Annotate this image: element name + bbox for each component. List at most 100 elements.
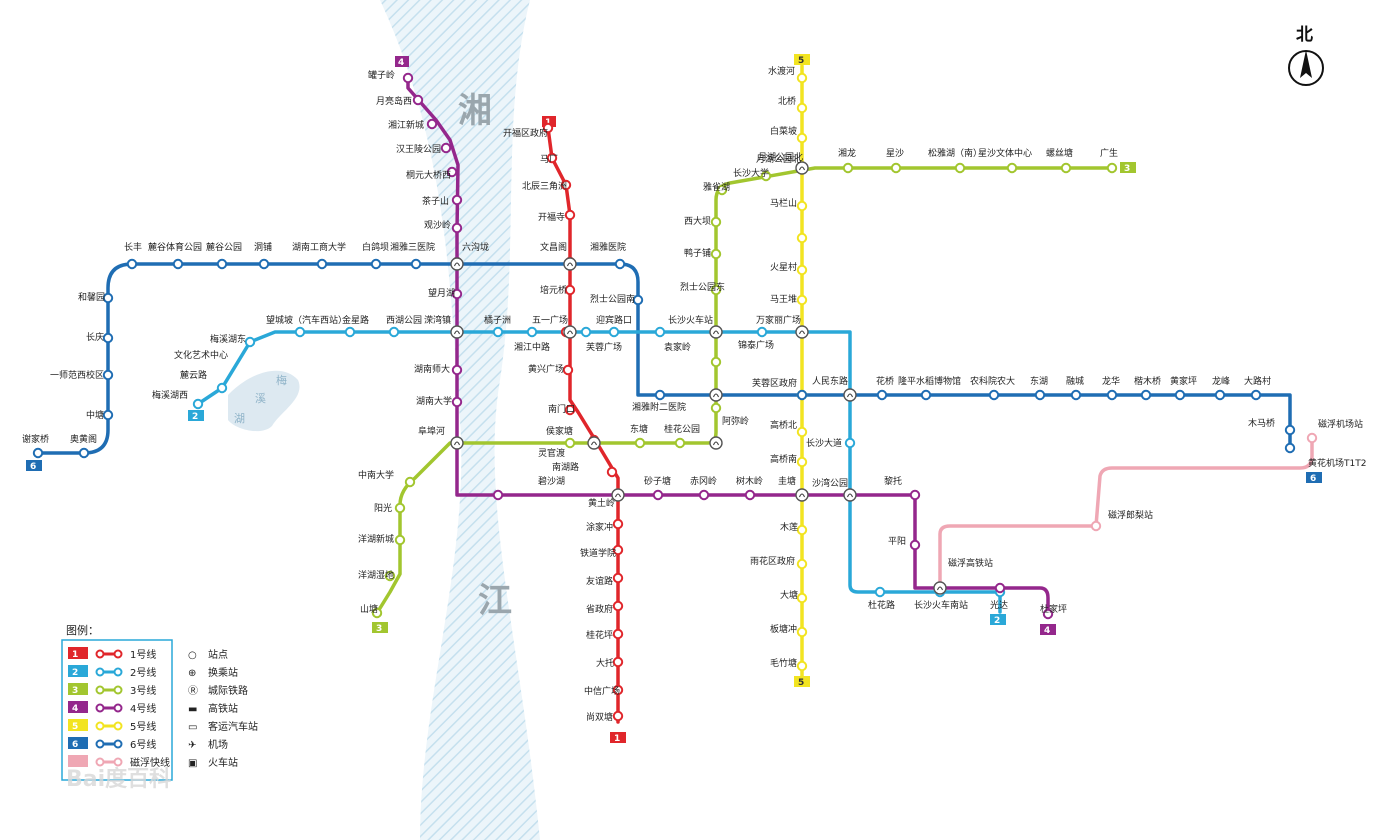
station-dot[interactable]: [710, 284, 722, 296]
station-dot[interactable]: [744, 489, 756, 501]
station-dot[interactable]: [756, 326, 768, 338]
station-dot[interactable]: [1284, 424, 1296, 436]
station-dot[interactable]: [710, 248, 722, 260]
station-dot[interactable]: [652, 489, 664, 501]
station-dot[interactable]: [1006, 162, 1018, 174]
station-dot[interactable]: [844, 437, 856, 449]
station-dot[interactable]: [1070, 389, 1082, 401]
station-dot[interactable]: [542, 122, 554, 134]
transfer-station-icon[interactable]: [450, 257, 464, 271]
station-dot[interactable]: [560, 179, 572, 191]
transfer-station-icon[interactable]: [709, 436, 723, 450]
station-dot[interactable]: [796, 660, 808, 672]
transfer-station-icon[interactable]: [563, 325, 577, 339]
station-dot[interactable]: [1140, 389, 1152, 401]
station-dot[interactable]: [796, 426, 808, 438]
station-dot[interactable]: [451, 194, 463, 206]
transfer-station-icon[interactable]: [843, 488, 857, 502]
station-dot[interactable]: [446, 166, 458, 178]
transfer-station-icon[interactable]: [709, 388, 723, 402]
station-dot[interactable]: [102, 369, 114, 381]
station-dot[interactable]: [796, 592, 808, 604]
station-dot[interactable]: [710, 356, 722, 368]
station-dot[interactable]: [612, 518, 624, 530]
station-dot[interactable]: [1042, 608, 1054, 620]
station-dot[interactable]: [371, 607, 383, 619]
station-dot[interactable]: [796, 524, 808, 536]
transfer-station-icon[interactable]: [450, 436, 464, 450]
station-dot[interactable]: [451, 288, 463, 300]
station-dot[interactable]: [1174, 389, 1186, 401]
station-dot[interactable]: [612, 710, 624, 722]
station-dot[interactable]: [244, 336, 256, 348]
station-dot[interactable]: [674, 437, 686, 449]
station-dot[interactable]: [710, 216, 722, 228]
station-dot[interactable]: [909, 489, 921, 501]
station-dot[interactable]: [1306, 432, 1318, 444]
station-dot[interactable]: [920, 389, 932, 401]
station-dot[interactable]: [258, 258, 270, 270]
station-dot[interactable]: [796, 264, 808, 276]
station-dot[interactable]: [796, 558, 808, 570]
transfer-station-icon[interactable]: [611, 488, 625, 502]
station-dot[interactable]: [564, 209, 576, 221]
station-dot[interactable]: [451, 222, 463, 234]
station-dot[interactable]: [710, 402, 722, 414]
station-dot[interactable]: [606, 466, 618, 478]
station-dot[interactable]: [402, 72, 414, 84]
station-dot[interactable]: [796, 102, 808, 114]
station-dot[interactable]: [32, 447, 44, 459]
station-dot[interactable]: [796, 389, 808, 401]
station-dot[interactable]: [370, 258, 382, 270]
station-dot[interactable]: [426, 118, 438, 130]
station-dot[interactable]: [526, 326, 538, 338]
transfer-station-icon[interactable]: [587, 436, 601, 450]
station-dot[interactable]: [172, 258, 184, 270]
transfer-station-icon[interactable]: [843, 388, 857, 402]
station-dot[interactable]: [1106, 389, 1118, 401]
station-dot[interactable]: [874, 586, 886, 598]
station-dot[interactable]: [546, 152, 558, 164]
station-dot[interactable]: [796, 294, 808, 306]
station-dot[interactable]: [344, 326, 356, 338]
transfer-station-icon[interactable]: [709, 325, 723, 339]
transfer-station-icon[interactable]: [450, 325, 464, 339]
station-dot[interactable]: [796, 232, 808, 244]
transfer-station-icon[interactable]: [563, 257, 577, 271]
station-dot[interactable]: [612, 544, 624, 556]
transfer-station-icon[interactable]: [795, 325, 809, 339]
station-dot[interactable]: [994, 582, 1006, 594]
station-dot[interactable]: [404, 476, 416, 488]
station-dot[interactable]: [410, 258, 422, 270]
station-dot[interactable]: [1250, 389, 1262, 401]
station-dot[interactable]: [492, 489, 504, 501]
station-dot[interactable]: [760, 170, 772, 182]
station-dot[interactable]: [564, 284, 576, 296]
transfer-station-icon[interactable]: [795, 488, 809, 502]
transfer-station-icon[interactable]: [795, 161, 809, 175]
station-dot[interactable]: [634, 437, 646, 449]
station-dot[interactable]: [632, 294, 644, 306]
station-dot[interactable]: [451, 364, 463, 376]
station-dot[interactable]: [796, 456, 808, 468]
station-dot[interactable]: [316, 258, 328, 270]
station-dot[interactable]: [192, 398, 204, 410]
station-dot[interactable]: [384, 570, 396, 582]
station-dot[interactable]: [216, 382, 228, 394]
station-dot[interactable]: [988, 389, 1000, 401]
station-dot[interactable]: [614, 258, 626, 270]
station-dot[interactable]: [890, 162, 902, 174]
station-dot[interactable]: [394, 502, 406, 514]
station-dot[interactable]: [608, 326, 620, 338]
transfer-station-icon[interactable]: [933, 581, 947, 595]
station-dot[interactable]: [294, 326, 306, 338]
station-dot[interactable]: [1284, 442, 1296, 454]
station-dot[interactable]: [102, 409, 114, 421]
station-dot[interactable]: [909, 539, 921, 551]
station-dot[interactable]: [612, 628, 624, 640]
station-dot[interactable]: [492, 326, 504, 338]
station-dot[interactable]: [412, 94, 424, 106]
station-dot[interactable]: [612, 600, 624, 612]
station-dot[interactable]: [564, 404, 576, 416]
station-dot[interactable]: [580, 326, 592, 338]
